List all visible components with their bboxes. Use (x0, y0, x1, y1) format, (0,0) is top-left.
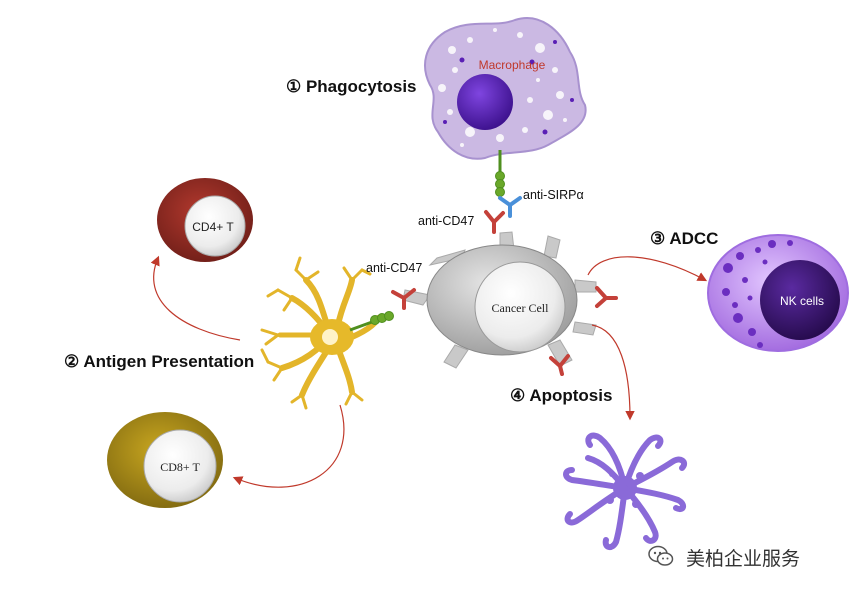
dendritic-receptor (349, 311, 394, 332)
nk-cell (707, 234, 849, 352)
anti-cd47-antibody-top (484, 210, 505, 234)
macrophage-label: Macrophage (479, 58, 546, 72)
phagocytosis-label: ① Phagocytosis (286, 77, 417, 96)
anti-cd47-antibody-right (595, 286, 618, 308)
antigen-presentation-label: ② Antigen Presentation (64, 352, 255, 371)
cd8-t-cell (107, 412, 223, 508)
arrow-to-cd4 (150, 255, 241, 341)
wechat-icon (648, 545, 674, 566)
apoptotic-cell (563, 432, 688, 550)
macrophage-nucleus (457, 74, 513, 130)
apoptotic-fragments (606, 471, 644, 508)
nk-label: NK cells (780, 294, 824, 308)
anti-cd47-left-label: anti-CD47 (366, 261, 423, 275)
macrophage-cell (424, 17, 587, 160)
cancer-cell (402, 231, 597, 369)
cd4-label: CD4+ T (192, 220, 234, 234)
cd4-t-cell (157, 178, 253, 262)
cd8-label: CD8+ T (160, 460, 200, 474)
sirpa-receptor (495, 150, 505, 197)
anti-cd47-top-label: anti-CD47 (418, 214, 475, 228)
cancer-cell-label: Cancer Cell (492, 301, 550, 315)
arrow-to-cd8 (232, 404, 345, 488)
anti-sirpa-label: anti-SIRPα (523, 188, 584, 202)
arrow-to-nk (587, 256, 708, 282)
watermark-text: 美柏企业服务 (686, 548, 801, 570)
arrow-to-apoptosis (591, 324, 635, 421)
apoptosis-label: ④ Apoptosis (510, 386, 613, 405)
dendritic-cell (260, 256, 381, 410)
anti-sirpa-antibody (498, 196, 522, 218)
anti-cd47-antibody-bottom (549, 354, 570, 376)
cancer-cell-nucleus (474, 261, 566, 353)
adcc-label: ③ ADCC (650, 229, 719, 248)
anti-cd47-antibody-left (391, 288, 416, 310)
